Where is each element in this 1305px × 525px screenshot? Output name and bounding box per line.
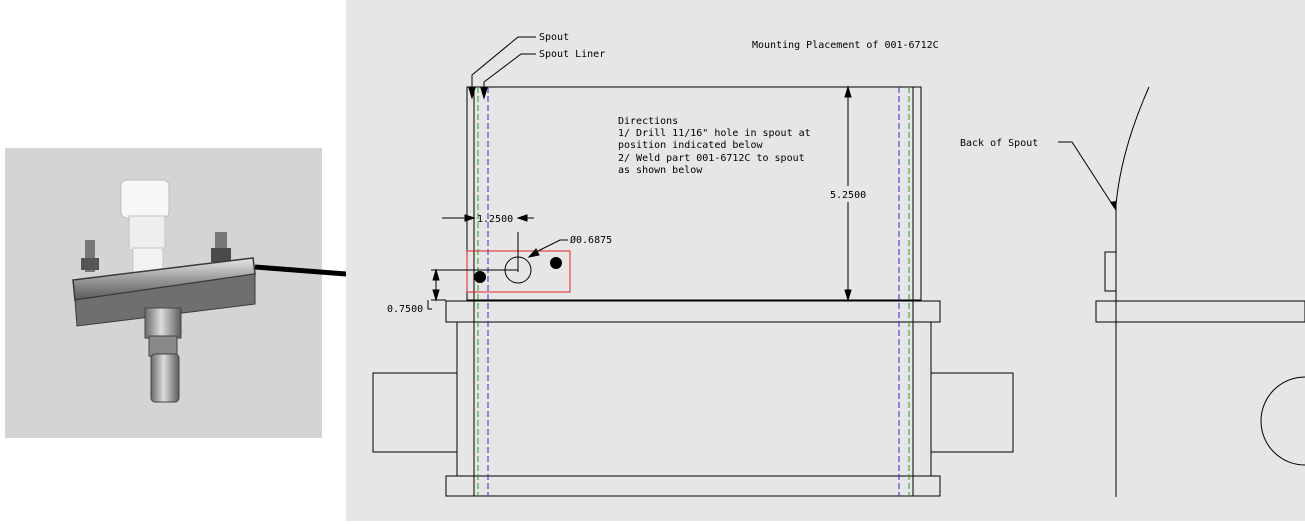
label-spout: Spout	[539, 32, 569, 43]
mount-hole-right	[550, 257, 562, 269]
right-tab	[930, 372, 1014, 453]
dimension-bottom-offset: 0.7500	[387, 304, 423, 315]
spout-liner-leader	[483, 53, 536, 95]
directions-line-3: 2/ Weld part 001-6712C to spout	[618, 153, 805, 164]
directions-line-1: 1/ Drill 11/16" hole in spout at	[618, 128, 811, 139]
drawing-title: Mounting Placement of 001-6712C	[752, 40, 939, 51]
directions-line-2: position indicated below	[618, 140, 763, 151]
spout-body	[456, 321, 932, 477]
top-flange	[445, 300, 941, 323]
label-spout-liner: Spout Liner	[539, 49, 605, 60]
drawing-canvas: Spout Spout Liner Mounting Placement of …	[372, 32, 1305, 497]
bottom-flange	[445, 475, 941, 497]
back-of-spout-leader	[1058, 141, 1115, 208]
directions-line-4: as shown below	[618, 165, 703, 176]
shaft-collar	[144, 307, 182, 339]
spout-outline	[466, 86, 922, 301]
side-view-back-curve	[1115, 86, 1150, 497]
label-back-of-spout: Back of Spout	[960, 138, 1038, 149]
left-tab	[372, 372, 458, 453]
part-photo-illustration	[5, 148, 322, 438]
technical-drawing: Spout Spout Liner Mounting Placement of …	[346, 0, 1305, 521]
bolt-left	[85, 240, 95, 272]
dimension-hole-offset: 1.2500	[477, 214, 513, 225]
spout-leader	[471, 36, 536, 95]
dimension-height: 5.2500	[830, 190, 866, 201]
shaft	[150, 353, 180, 403]
side-view-tab-circle	[1260, 376, 1305, 466]
mount-hole-left	[474, 271, 486, 283]
directions-line-0: Directions	[618, 116, 678, 127]
dimension-hole-diameter: Ø0.6875	[570, 234, 612, 246]
part-photo	[5, 148, 322, 438]
directions-block: Directions 1/ Drill 11/16" hole in spout…	[618, 116, 811, 176]
side-view-weld-part	[1104, 251, 1117, 292]
side-view-flange	[1095, 300, 1305, 323]
white-fitting	[120, 179, 170, 219]
